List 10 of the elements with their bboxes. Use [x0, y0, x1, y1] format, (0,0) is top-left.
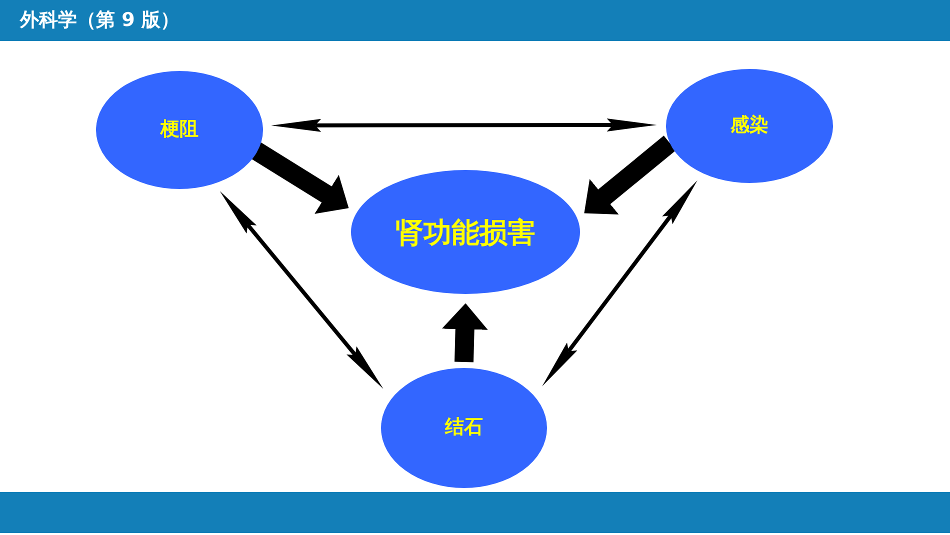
header-title: 外科学（第 9 版）: [20, 11, 180, 30]
node-label: 梗阻: [160, 118, 198, 142]
node-label: 结石: [445, 416, 483, 440]
block-arrow: [250, 142, 349, 214]
node-label: 感染: [730, 114, 768, 138]
double-headed-arrow: [542, 180, 698, 386]
double-headed-arrow: [220, 190, 384, 389]
double-headed-arrow: [271, 118, 657, 132]
node-label: 肾功能损害: [396, 214, 536, 250]
block-arrow: [442, 303, 488, 362]
